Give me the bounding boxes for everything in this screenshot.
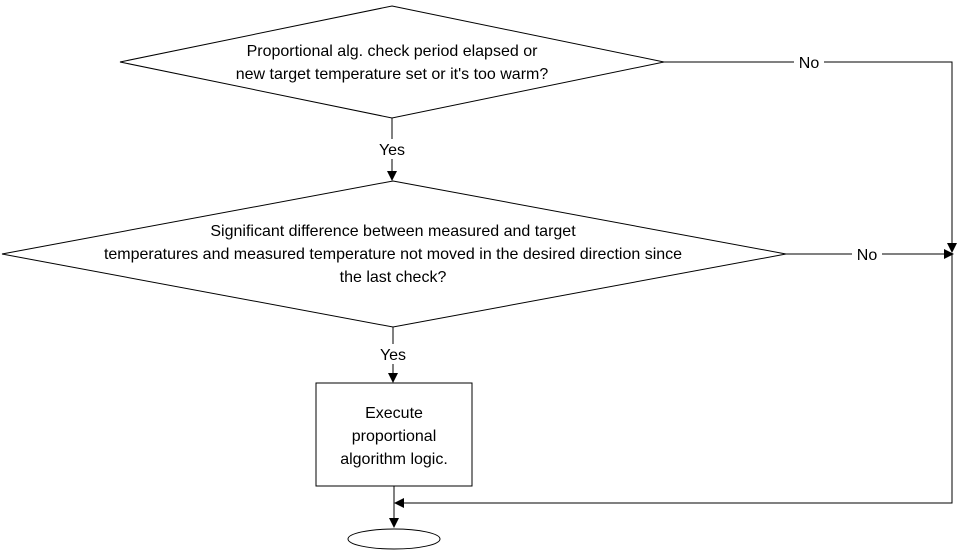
process-text-line-3: algorithm logic. — [340, 451, 448, 468]
decision-2-text-line-1: Significant difference between measured … — [210, 223, 576, 240]
arrowhead-d2-to-process — [388, 373, 398, 383]
label-bg-d2-no — [852, 244, 882, 264]
edge-label-d2-no: No — [857, 247, 878, 264]
label-bg-d2-yes — [375, 344, 411, 364]
decision-2-text-line-3: the last check? — [340, 269, 447, 286]
edge-label-d1-no: No — [799, 55, 820, 72]
end-terminator — [347, 528, 441, 550]
decision-2-text-line-2: temperatures and measured temperature no… — [104, 246, 682, 263]
label-bg-d1-no — [794, 52, 824, 72]
arrowhead-right-return — [394, 498, 404, 508]
decision-1-text-line-2: new target temperature set or it's too w… — [236, 66, 549, 83]
arrowhead-d2-no — [944, 249, 954, 259]
arrowhead-process-to-end — [389, 518, 399, 528]
edge-label-d2-yes: Yes — [380, 347, 406, 364]
process-text-line-2: proportional — [352, 428, 437, 445]
arrowhead-d1-no — [947, 243, 957, 253]
label-bg-d1-yes — [374, 139, 410, 159]
connector-d1-no — [664, 61, 953, 243]
decision-1-diamond — [119, 5, 665, 119]
edge-label-d1-yes: Yes — [379, 142, 405, 159]
process-text-line-1: Execute — [365, 405, 423, 422]
connector-right-return — [404, 253, 953, 504]
decision-1-text-line-1: Proportional alg. check period elapsed o… — [247, 43, 539, 60]
arrowhead-d1-to-d2 — [387, 171, 397, 181]
process-box — [315, 382, 473, 487]
